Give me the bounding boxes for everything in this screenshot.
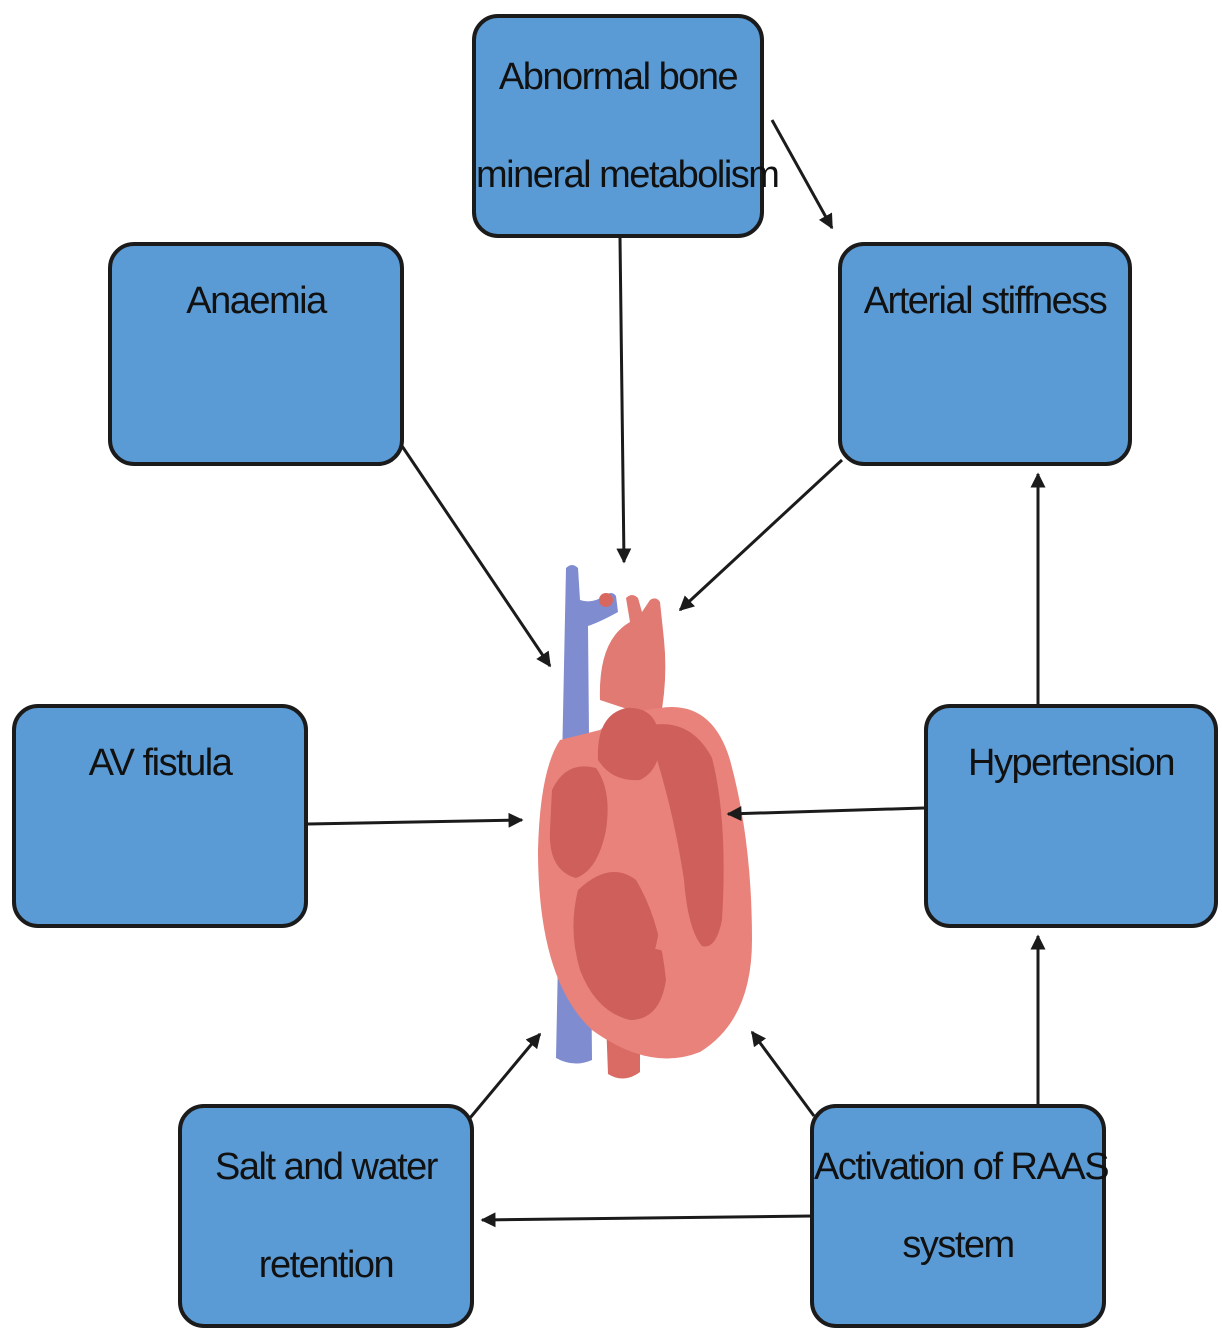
arrow-av-to-heart xyxy=(308,820,522,824)
box-abnormal-bone-mineral-metabolism: Abnormal bone mineral metabolism xyxy=(472,14,764,238)
arrow-arterial-to-heart xyxy=(680,460,842,610)
box-salt-line2: retention xyxy=(182,1216,470,1314)
box-hypertension-label: Hypertension xyxy=(928,742,1214,785)
arrow-raas-to-salt xyxy=(482,1216,812,1220)
arrow-hypertension-to-heart xyxy=(728,808,924,814)
arrow-salt-to-heart xyxy=(470,1034,540,1118)
arrow-bone-to-arterial xyxy=(772,120,832,228)
box-arterial-stiffness: Arterial stiffness xyxy=(838,242,1132,466)
box-activation-of-raas-system: Activation of RAAS system xyxy=(810,1104,1106,1328)
box-av-fistula: AV fistula xyxy=(12,704,308,928)
box-arterial-label: Arterial stiffness xyxy=(842,280,1128,323)
box-bone-line1: Abnormal bone xyxy=(476,28,760,126)
box-av-label: AV fistula xyxy=(16,742,304,785)
box-anaemia: Anaemia xyxy=(108,242,404,466)
box-salt-line1: Salt and water xyxy=(182,1118,470,1216)
box-raas-line2: system xyxy=(814,1196,1102,1294)
left-atrium xyxy=(598,708,660,780)
arrow-raas-to-heart xyxy=(752,1032,814,1116)
box-salt-and-water-retention: Salt and water retention xyxy=(178,1104,474,1328)
box-bone-line2: mineral metabolism xyxy=(476,126,760,224)
vessel-stub xyxy=(599,593,613,607)
arrow-bone-to-heart xyxy=(620,238,624,562)
box-hypertension: Hypertension xyxy=(924,704,1218,928)
heart-icon xyxy=(538,565,752,1079)
box-anaemia-label: Anaemia xyxy=(112,280,400,323)
arrow-anaemia-to-heart xyxy=(402,446,550,666)
